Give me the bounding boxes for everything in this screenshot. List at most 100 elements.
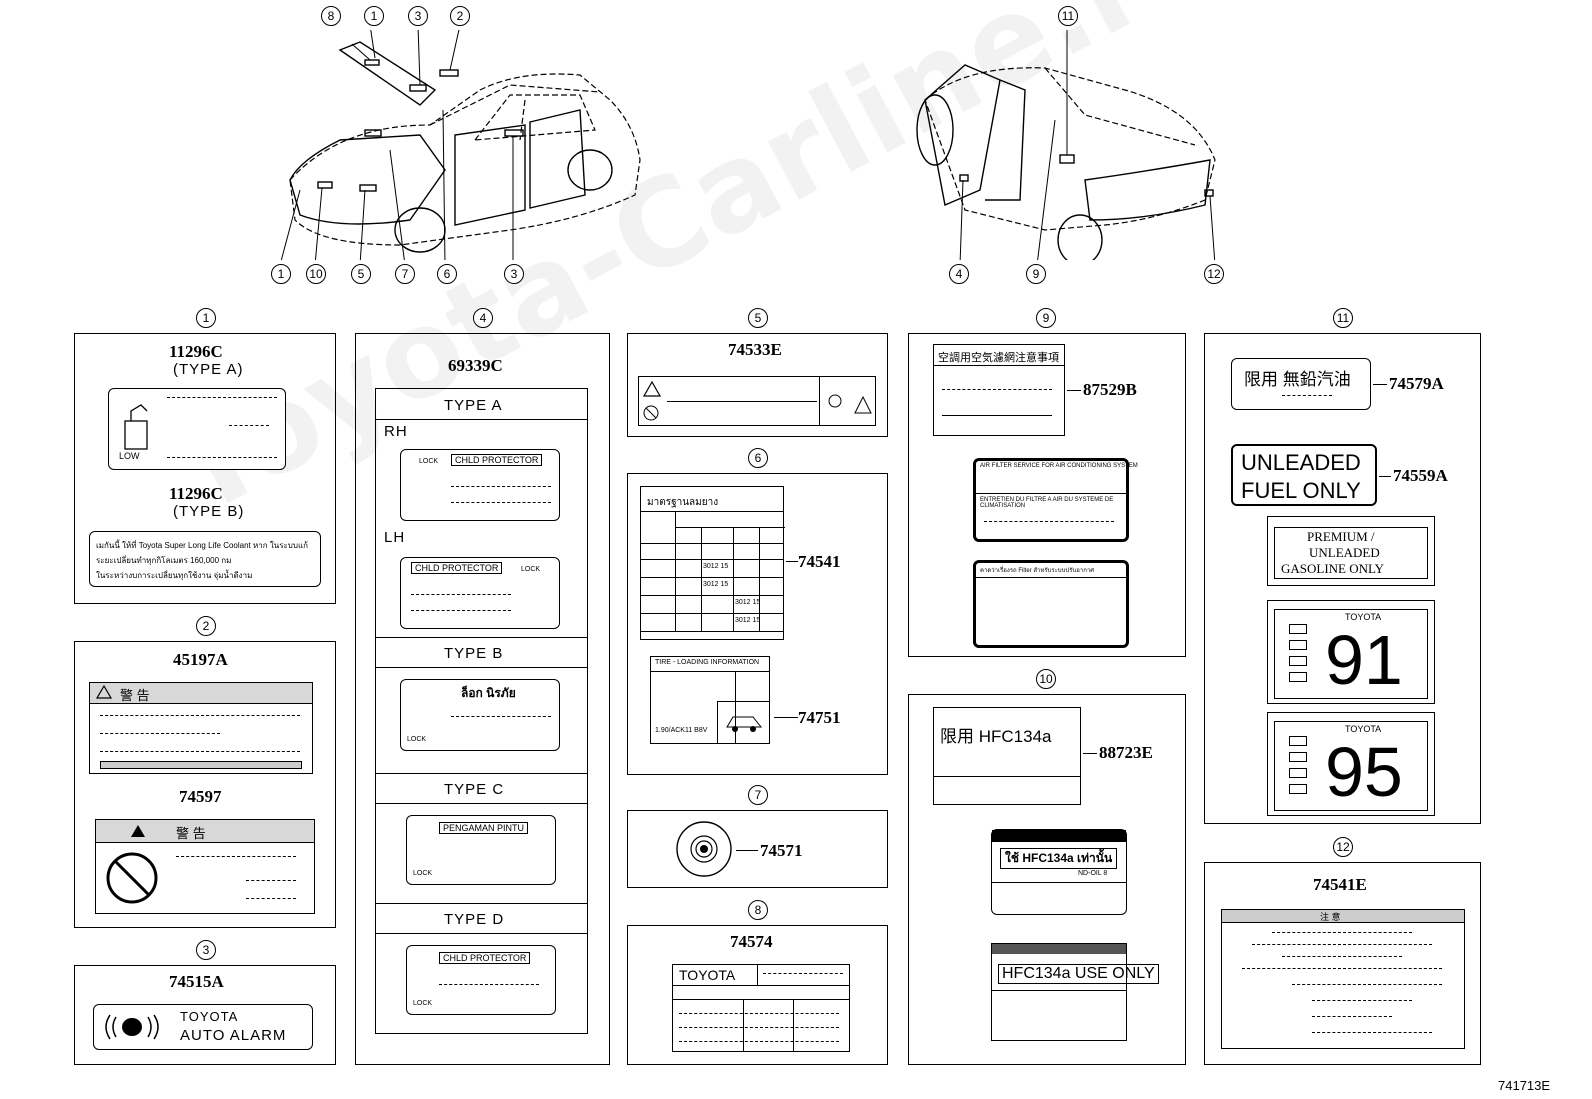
part-number-74571: 74571 bbox=[760, 841, 803, 860]
tire-pressure-title: มาตรฐานลมยาง bbox=[647, 497, 719, 508]
tire-size-text: 1.90/ACK11 B8V bbox=[655, 727, 708, 734]
type-b-heading: TYPE B bbox=[444, 645, 504, 662]
panel-9-number: 9 bbox=[1036, 308, 1056, 328]
type-frame: TYPE A RH CHLD PROTECTOR LOCK LH CHLD PR… bbox=[375, 388, 588, 1034]
octane-95-label: TOYOTA 95 bbox=[1274, 721, 1428, 811]
fuel-only-text: FUEL ONLY bbox=[1241, 478, 1361, 503]
caution-title: 注 意 bbox=[1320, 912, 1341, 922]
panel-8: 74574 TOYOTA bbox=[627, 925, 888, 1065]
lock-text: LOCK bbox=[521, 566, 541, 573]
panel-2-number: 2 bbox=[196, 616, 216, 636]
caution-label-74541E: 注 意 bbox=[1221, 909, 1465, 1049]
type-d-heading: TYPE D bbox=[444, 911, 505, 928]
pressure-value: 3012 15 bbox=[703, 563, 729, 570]
alarm-icon bbox=[105, 1014, 159, 1040]
callout-7: 7 bbox=[395, 264, 415, 284]
part-number-74574: 74574 bbox=[730, 932, 773, 951]
ac-filter-thai-label: คาดว่าเรื่องรถ Filter สำหรับระบบปรับอากา… bbox=[973, 560, 1129, 648]
callout-12: 12 bbox=[1204, 264, 1224, 284]
part-number-74515A: 74515A bbox=[169, 972, 224, 991]
coolant-label-type-a: LOW bbox=[108, 388, 286, 470]
octane-91-label: TOYOTA 91 bbox=[1274, 609, 1428, 699]
gasoline-only-text: GASOLINE ONLY bbox=[1281, 561, 1385, 576]
coolant-label-type-b: เมกันนี้ ให้ที่ Toyota Super Long Life C… bbox=[89, 531, 321, 587]
ac-filter-service-label: AIR FILTER SERVICE FOR AIR CONDITIONING … bbox=[973, 458, 1138, 542]
type-c-heading: TYPE C bbox=[444, 781, 505, 798]
no-fire-icon bbox=[643, 405, 659, 421]
panel-7: 74571 bbox=[627, 810, 888, 888]
part-number-11296C-b: 11296C bbox=[169, 484, 223, 503]
low-text: LOW bbox=[119, 451, 140, 461]
type-a-heading: TYPE A bbox=[444, 397, 503, 414]
callout-2: 2 bbox=[450, 6, 470, 26]
hfc134a-thai-label: ใช้ HFC134a เท่านั้น ND-OIL 8 bbox=[991, 829, 1127, 915]
type-b-line-2: ระยะเปลี่ยนทำทุกกิโลเมตร 160,000 กม bbox=[96, 556, 232, 565]
lock-text: LOCK bbox=[419, 458, 439, 465]
warning-triangle-icon bbox=[96, 685, 112, 699]
callout-6: 6 bbox=[437, 264, 457, 284]
pressure-value: 3012 15 bbox=[703, 581, 729, 588]
warning-label-74597: 警 告 bbox=[95, 819, 315, 914]
panel-7-number: 7 bbox=[748, 785, 768, 805]
unleaded-fuel-only-label: UNLEADED FUEL ONLY bbox=[1231, 444, 1377, 506]
panel-9: 空調用空気濾網注意事項 87529B AIR FILTER SERVICE FO… bbox=[908, 333, 1186, 657]
part-number-45197A: 45197A bbox=[173, 650, 228, 669]
child-protector-text: CHLD PROTECTOR bbox=[451, 454, 543, 466]
octane-95-text: 95 bbox=[1325, 733, 1403, 811]
lock-text: LOCK bbox=[413, 870, 433, 877]
hfc134a-thai-text: ใช้ HFC134a เท่านั้น bbox=[1000, 848, 1118, 869]
panel-6: มาตรฐานลมยาง 3012 15 3012 15 3012 15 301… bbox=[627, 473, 888, 775]
panel-2: 45197A 警 告 74597 警 告 bbox=[74, 641, 336, 928]
rear-car-illustration bbox=[916, 30, 1216, 260]
warning-title-2: 警 告 bbox=[176, 826, 206, 841]
unleaded-text: UNLEADED bbox=[1241, 450, 1361, 475]
tire-pressure-table-label: มาตรฐานลมยาง 3012 15 3012 15 3012 15 301… bbox=[640, 486, 785, 640]
panel-10: 限用 HFC134a 88723E ใช้ HFC134a เท่านั้น N… bbox=[908, 694, 1186, 1065]
panel-5: 74533E bbox=[627, 333, 888, 437]
callout-1: 1 bbox=[364, 6, 384, 26]
callout-1-bottom: 1 bbox=[271, 264, 291, 284]
callout-4: 4 bbox=[949, 264, 969, 284]
panel-1: 11296C (TYPE A) LOW 11296C (TYPE B) เมกั… bbox=[74, 333, 336, 604]
part-number-74751: 74751 bbox=[798, 708, 841, 727]
lock-text: LOCK bbox=[413, 1000, 433, 1007]
part-number-87529B: 87529B bbox=[1083, 380, 1137, 399]
hfc134a-use-only-label: HFC134a USE ONLY bbox=[991, 943, 1159, 1041]
part-number-74579A: 74579A bbox=[1389, 374, 1444, 393]
panel-1-number: 1 bbox=[196, 308, 216, 328]
ac-filter-jp-title: 空調用空気濾網注意事項 bbox=[938, 352, 1059, 364]
nd-oil-text: ND-OIL 8 bbox=[1078, 870, 1108, 877]
warning-triangle-icon bbox=[131, 825, 145, 837]
premium-unleaded-frame: PREMIUM / UNLEADED GASOLINE ONLY bbox=[1267, 516, 1435, 586]
toyota-text: TOYOTA bbox=[180, 1009, 239, 1024]
ac-filter-service-text: AIR FILTER SERVICE FOR AIR CONDITIONING … bbox=[980, 463, 1138, 469]
panel-6-number: 6 bbox=[748, 448, 768, 468]
coolant-bottle-icon bbox=[124, 404, 148, 450]
auto-alarm-text: AUTO ALARM bbox=[180, 1027, 287, 1044]
ac-filter-thai-text: คาดว่าเรื่องรถ Filter สำหรับระบบปรับอากา… bbox=[980, 568, 1095, 574]
pengaman-pintu-label: PENGAMAN PINTU LOCK bbox=[406, 815, 556, 885]
warning-title-1: 警 告 bbox=[120, 688, 150, 703]
child-protector-type-d-label: CHLD PROTECTOR LOCK bbox=[406, 945, 556, 1015]
battery-warning-label bbox=[638, 376, 876, 426]
vehicle-id-plate-label: TOYOTA bbox=[672, 964, 850, 1052]
type-a-label: (TYPE A) bbox=[173, 361, 244, 378]
panel-12-number: 12 bbox=[1333, 837, 1353, 857]
callout-9: 9 bbox=[1026, 264, 1046, 284]
pengaman-pintu-text: PENGAMAN PINTU bbox=[439, 822, 529, 834]
octane-91-text: 91 bbox=[1325, 621, 1403, 699]
type-b-line-3: ในระหว่างบการะเปลี่ยนทุกใช้งาน จุ่มน้ำดี… bbox=[96, 571, 253, 580]
round-sticker-icon bbox=[676, 821, 732, 877]
panel-4: 69339C TYPE A RH CHLD PROTECTOR LOCK LH … bbox=[355, 333, 610, 1065]
premium-unleaded-label: PREMIUM / UNLEADED GASOLINE ONLY bbox=[1274, 527, 1428, 579]
rh-label: RH bbox=[384, 423, 408, 440]
callout-3-bottom: 3 bbox=[504, 264, 524, 284]
part-number-88723E: 88723E bbox=[1099, 743, 1153, 762]
hfc134a-jp-label: 限用 HFC134a bbox=[933, 707, 1081, 805]
octane-91-frame: TOYOTA 91 bbox=[1267, 600, 1435, 704]
part-number-74541: 74541 bbox=[798, 552, 841, 571]
hfc134a-jp-text: 限用 HFC134a bbox=[940, 727, 1052, 746]
part-number-69339C: 69339C bbox=[448, 356, 503, 375]
lh-label: LH bbox=[384, 529, 406, 546]
warning-label-45197A: 警 告 bbox=[89, 682, 313, 774]
